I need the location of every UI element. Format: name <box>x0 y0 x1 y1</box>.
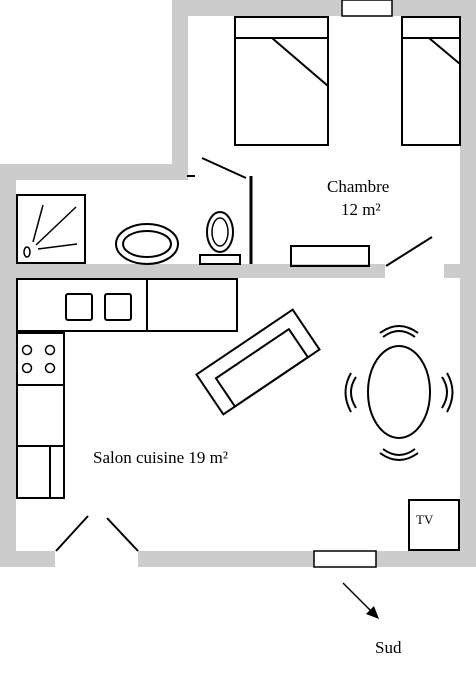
entrance-door-left <box>55 515 89 552</box>
wall-bottom-right <box>138 551 476 567</box>
south-arrow-icon <box>342 582 379 619</box>
double-bed <box>234 16 329 146</box>
bedroom-door <box>385 236 433 267</box>
dining-table <box>367 345 431 439</box>
single-bed <box>401 16 461 146</box>
wall-left <box>0 164 16 567</box>
wall-right-lower <box>460 264 476 567</box>
bathroom-door <box>201 157 247 179</box>
orientation-label: Sud <box>375 638 402 657</box>
wall-bathroom-top <box>0 164 188 180</box>
stove-icon <box>21 344 56 374</box>
dining-chairs <box>344 325 454 461</box>
kitchen-sink <box>65 293 132 321</box>
living-room-label: Salon cuisine 19 m² <box>93 448 228 467</box>
bedroom-area: 12 m² <box>341 200 381 219</box>
bedroom-bench <box>290 245 370 267</box>
walls <box>0 0 476 567</box>
wall-bottom-left <box>0 551 55 567</box>
kitchen-counter-top <box>16 278 238 332</box>
shower <box>16 194 86 264</box>
wall-partition-left <box>0 264 385 278</box>
tv-cabinet <box>408 499 460 551</box>
wall-top <box>172 0 476 16</box>
entrance-door-right <box>106 517 139 552</box>
toilet <box>199 211 241 265</box>
washbasin <box>115 223 179 265</box>
kitchen-counter-left <box>16 332 65 499</box>
bedroom-name: Chambre <box>327 177 389 196</box>
window-bedroom <box>341 0 393 17</box>
window-living <box>313 550 377 568</box>
wall-right-upper <box>460 0 476 278</box>
sofa <box>195 308 321 416</box>
tv-label: TV <box>416 512 434 527</box>
wall-bedroom-left <box>172 0 188 180</box>
